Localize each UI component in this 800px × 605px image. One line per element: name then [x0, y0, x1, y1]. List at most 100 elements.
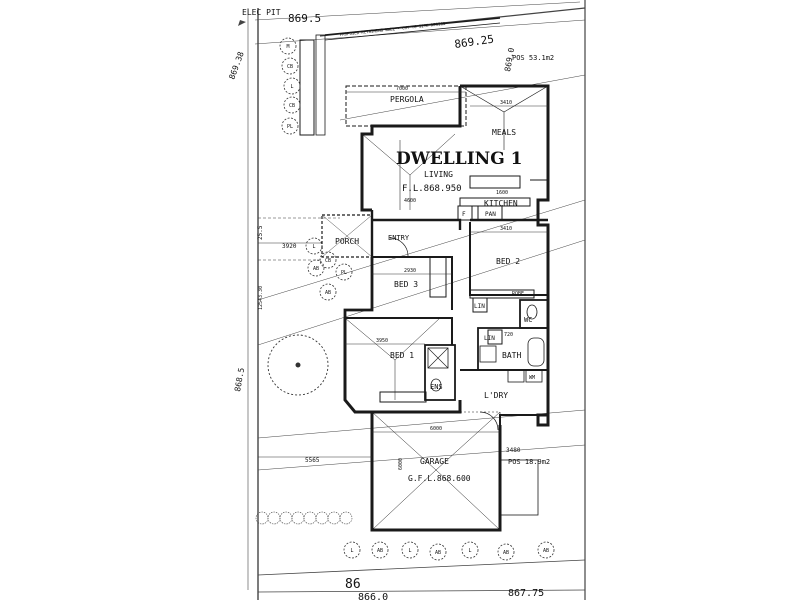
dwelling-title: DWELLING 1: [396, 149, 522, 169]
dim-pergola-width: 7000: [396, 86, 408, 92]
tree-symbol: [319, 283, 337, 301]
room-label-fridge: F: [462, 211, 466, 218]
large-tree-trunk: [295, 362, 301, 368]
side-boundary-dim: 12543.30: [258, 286, 264, 310]
tree-symbol: [371, 541, 389, 559]
tree-symbol: [429, 543, 447, 561]
contour-label-mid: 869.0: [503, 47, 516, 72]
pos-bottom-label: POS 18.9m2: [508, 458, 550, 466]
tree-label: L: [468, 548, 471, 554]
contour-line-7: [257, 444, 586, 471]
elec-pit-marker: [238, 20, 246, 26]
dim-garage-depth: 6000: [398, 458, 404, 470]
ensuite-shower-x: [427, 347, 449, 369]
bed1-outer-wall: [343, 318, 462, 414]
contour-line-4: [257, 199, 586, 301]
tree-label: AB: [543, 548, 549, 554]
tree-symbol: [461, 541, 479, 559]
contour-line-5: [257, 239, 586, 346]
tree-symbol: [343, 541, 361, 559]
room-label-meals: MEALS: [492, 128, 516, 137]
tree-symbol: [497, 543, 515, 561]
contour-label-bottom-right: 867.75: [508, 588, 544, 599]
dim-bed3-width: 2930: [404, 268, 416, 274]
bed3-top-wall: [372, 256, 453, 310]
washing-machine: [525, 369, 543, 383]
dim-garage-side: 3480: [506, 447, 521, 454]
hedge-shrub: [327, 511, 341, 525]
bathtub: [527, 337, 545, 367]
living-roof-lines: [361, 133, 456, 210]
garage-roof-lines: [371, 411, 501, 531]
pos-top-label: POS 53.1m2: [512, 54, 554, 62]
tree-label: CB: [289, 103, 295, 109]
room-label-wm: WM: [529, 375, 535, 381]
room-label-living: LIVING: [424, 170, 453, 179]
room-label-kitchen: KITCHEN: [484, 199, 518, 208]
room-label-linen-1: LIN: [474, 303, 485, 310]
bottom-hedge: [255, 511, 353, 525]
dwelling-walls: [321, 84, 550, 532]
tree-symbol: [281, 117, 299, 135]
room-label-robe: ROBE: [512, 291, 524, 297]
retaining-wall-top: [324, 17, 501, 36]
linen-cupboard-2: [487, 329, 503, 345]
side-path: [499, 459, 539, 516]
room-label-garage: GARAGE: [420, 457, 449, 466]
dim-bed2-width: 3410: [500, 226, 512, 232]
bed1-roof-lines: [344, 317, 441, 400]
laundry-tub: [507, 369, 525, 383]
upper-left-wall: [360, 86, 462, 212]
laundry-door-swing: [479, 411, 499, 431]
dim-bed1-width: 3950: [376, 338, 388, 344]
dimension-lines: [258, 91, 548, 458]
contour-line-1: [254, 1, 581, 21]
garage-setback-dim: 5565: [305, 457, 320, 464]
tree-symbol: [279, 37, 297, 55]
room-label-pantry: PAN: [485, 211, 496, 218]
linen-cupboard-1: [472, 297, 488, 313]
porch-setback-dim: 3920: [282, 243, 297, 250]
dim-meals-width: 3410: [500, 100, 512, 106]
tree-label: L: [408, 548, 411, 554]
tree-symbol: [281, 57, 299, 75]
room-label-wc: WC: [524, 316, 532, 324]
tree-label: CB: [287, 64, 293, 70]
left-wall-dim: 25.5: [257, 225, 264, 240]
hedge-shrub: [303, 511, 317, 525]
shower: [479, 345, 497, 363]
hedge-shrub: [267, 511, 281, 525]
room-label-bed3: BED 3: [394, 280, 418, 289]
tree-symbol: [537, 541, 555, 559]
tree-symbol: [305, 237, 323, 255]
tree-label: M: [286, 44, 289, 50]
tree-label: AB: [325, 290, 331, 296]
large-tree: [267, 334, 329, 396]
hedge-shrub: [315, 511, 329, 525]
retaining-wall-left: [299, 39, 315, 136]
hedge-shrub: [339, 511, 353, 525]
elec-pit-label: ELEC PIT: [242, 8, 281, 17]
retaining-wall-note: PROPOSED RETAINING WALL - CUT TO SITE DE…: [340, 21, 446, 37]
entry-door-swing: [389, 237, 409, 257]
tree-symbol: [401, 541, 419, 559]
retaining-wall-left-inner: [315, 34, 326, 136]
dim-robe-width: 720: [504, 332, 513, 338]
porch-outline: [321, 214, 373, 258]
contour-line-3: [339, 74, 586, 121]
tree-symbol: [283, 77, 301, 95]
bed2-robe: [469, 289, 535, 299]
hedge-shrub: [279, 511, 293, 525]
room-label-pergola: PERGOLA: [390, 95, 424, 104]
bed1-robe: [379, 391, 427, 403]
fridge-box: [457, 205, 473, 221]
kitchen-island: [469, 175, 521, 189]
tree-label: AB: [313, 266, 319, 272]
tree-label: L: [312, 244, 315, 250]
garage-level-label: G.F.L.868.600: [408, 474, 471, 483]
dim-garage-width: 6000: [430, 426, 442, 432]
tree-label: AB: [435, 550, 441, 556]
tree-label: AB: [503, 550, 509, 556]
